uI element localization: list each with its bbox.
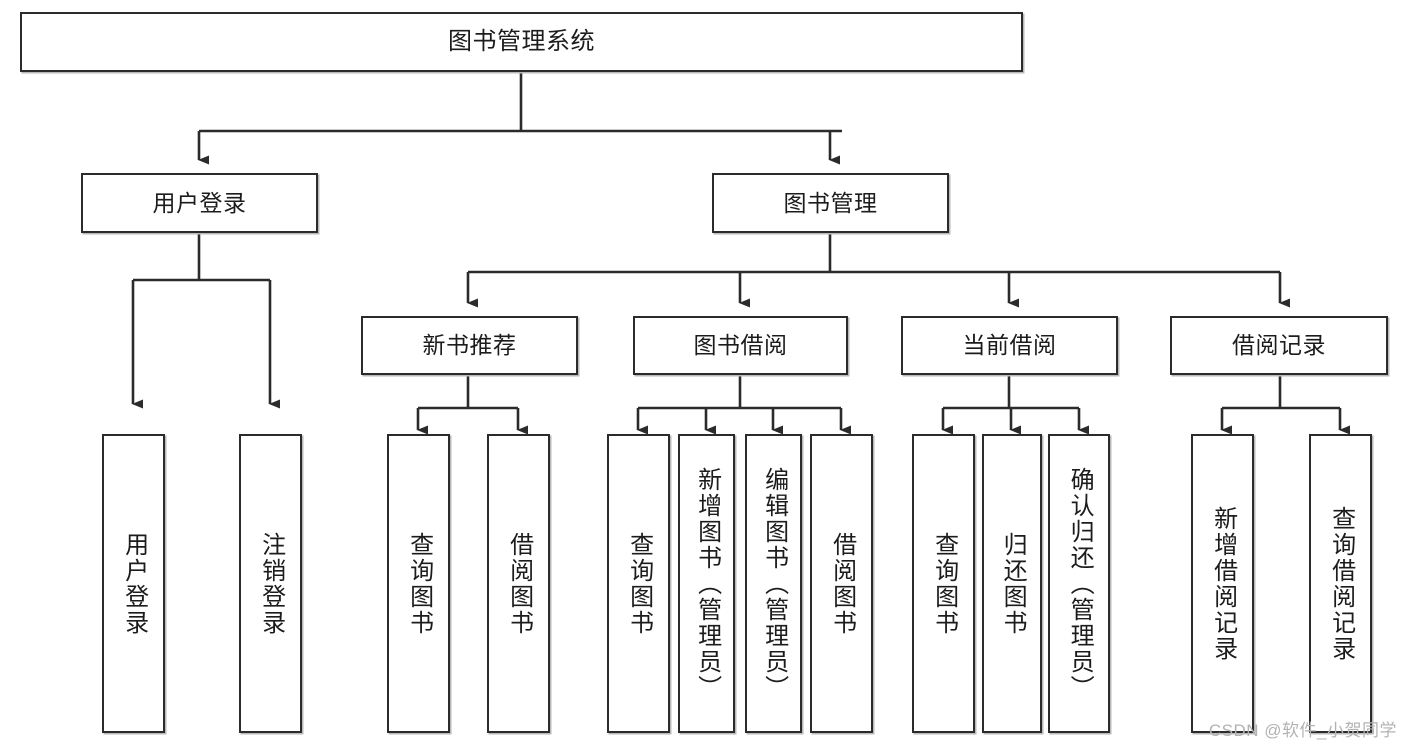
leaf-logout[interactable]: 注销登录 bbox=[239, 434, 302, 733]
leaf-borrow-borrow-book-label: 借阅图书 bbox=[828, 531, 856, 636]
leaf-records-query-record-label: 查询借阅记录 bbox=[1327, 505, 1355, 662]
leaf-newbook-query-book-label: 查询图书 bbox=[405, 531, 433, 636]
leaf-borrow-add-book-label: 新增图书（管理员） bbox=[693, 466, 721, 701]
node-user-login-label: 用户登录 bbox=[152, 189, 247, 216]
leaf-newbook-query-book[interactable]: 查询图书 bbox=[387, 434, 450, 733]
node-book-manage-label: 图书管理 bbox=[783, 189, 878, 216]
leaf-records-add-record-label: 新增借阅记录 bbox=[1209, 505, 1237, 662]
node-new-book-recommend[interactable]: 新书推荐 bbox=[361, 316, 578, 375]
node-root[interactable]: 图书管理系统 bbox=[20, 12, 1023, 72]
leaf-newbook-borrow-book-label: 借阅图书 bbox=[505, 531, 533, 636]
leaf-user-login[interactable]: 用户登录 bbox=[102, 434, 165, 733]
node-user-login[interactable]: 用户登录 bbox=[81, 173, 318, 233]
leaf-newbook-borrow-book[interactable]: 借阅图书 bbox=[487, 434, 550, 733]
leaf-borrow-add-book[interactable]: 新增图书（管理员） bbox=[678, 434, 735, 733]
node-book-manage[interactable]: 图书管理 bbox=[712, 173, 949, 233]
node-borrow-records[interactable]: 借阅记录 bbox=[1170, 316, 1388, 375]
node-current-borrow-label: 当前借阅 bbox=[962, 332, 1057, 359]
leaf-current-return-book[interactable]: 归还图书 bbox=[982, 434, 1042, 733]
leaf-borrow-query-book[interactable]: 查询图书 bbox=[607, 434, 670, 733]
node-root-label: 图书管理系统 bbox=[448, 28, 595, 56]
node-book-borrow[interactable]: 图书借阅 bbox=[633, 316, 848, 375]
leaf-borrow-borrow-book[interactable]: 借阅图书 bbox=[810, 434, 873, 733]
node-book-borrow-label: 图书借阅 bbox=[693, 332, 788, 359]
watermark: CSDN @软件_小贺同学 bbox=[1208, 721, 1397, 740]
leaf-borrow-edit-book[interactable]: 编辑图书（管理员） bbox=[745, 434, 802, 733]
leaf-current-query-book-label: 查询图书 bbox=[930, 531, 958, 636]
leaf-borrow-query-book-label: 查询图书 bbox=[625, 531, 653, 636]
leaf-logout-label: 注销登录 bbox=[257, 531, 285, 636]
leaf-current-confirm-return-label: 确认归还（管理员） bbox=[1066, 466, 1094, 701]
leaf-borrow-edit-book-label: 编辑图书（管理员） bbox=[760, 466, 788, 701]
node-current-borrow[interactable]: 当前借阅 bbox=[901, 316, 1118, 375]
leaf-current-return-book-label: 归还图书 bbox=[999, 531, 1027, 636]
leaf-user-login-label: 用户登录 bbox=[120, 531, 148, 636]
node-new-book-recommend-label: 新书推荐 bbox=[422, 332, 517, 359]
leaf-records-query-record[interactable]: 查询借阅记录 bbox=[1309, 434, 1372, 733]
leaf-records-add-record[interactable]: 新增借阅记录 bbox=[1191, 434, 1254, 733]
node-borrow-records-label: 借阅记录 bbox=[1232, 332, 1326, 359]
leaf-current-query-book[interactable]: 查询图书 bbox=[912, 434, 975, 733]
leaf-current-confirm-return[interactable]: 确认归还（管理员） bbox=[1048, 434, 1110, 733]
